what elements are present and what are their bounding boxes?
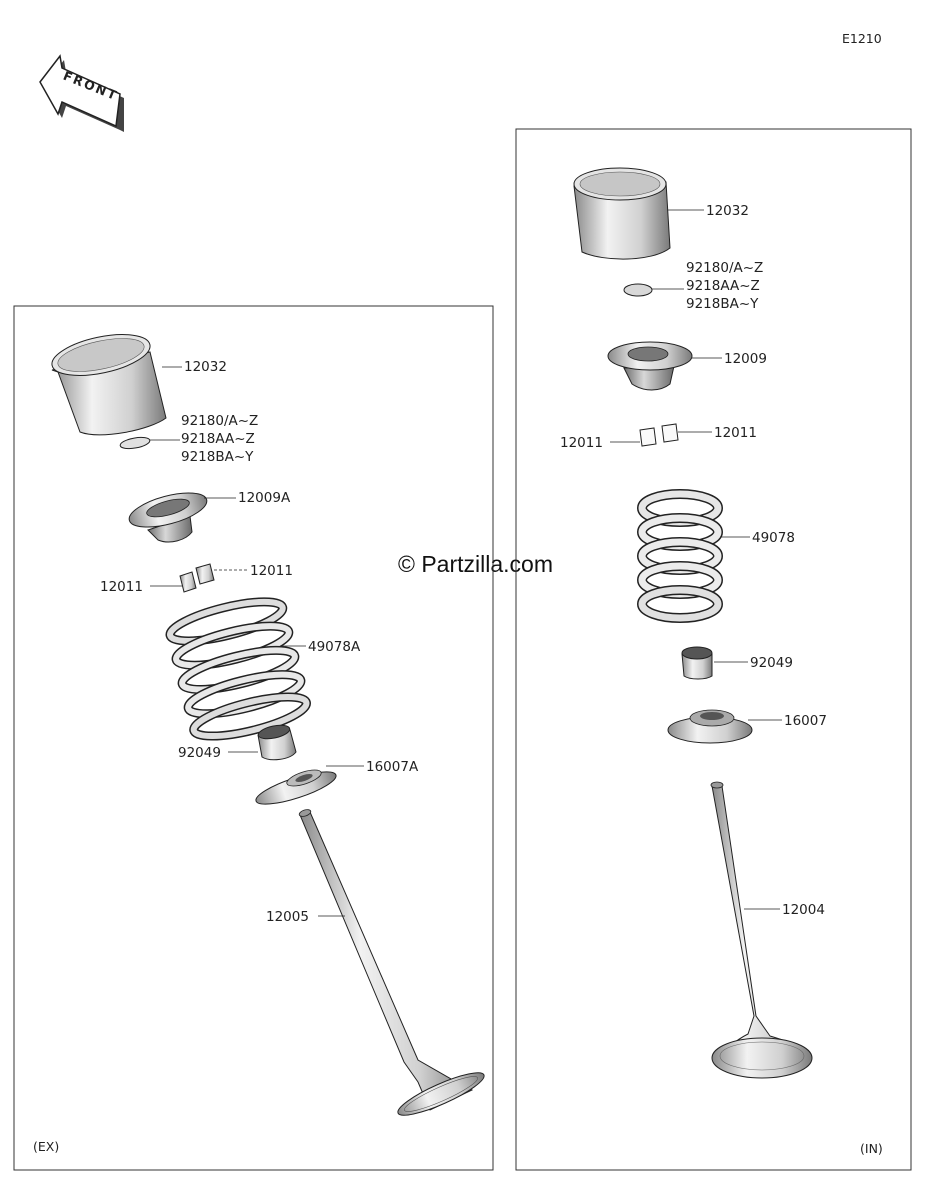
intake-panel-frame bbox=[515, 128, 912, 1171]
intake-panel: (IN) 12032 92180/A~Z 9218AA~Z 9218BA~Y 1… bbox=[515, 128, 912, 1171]
diagram-code: E1210 bbox=[842, 31, 882, 46]
intake-label-shim-2: 9218AA~Z bbox=[686, 278, 760, 294]
intake-label-retainer: 12009 bbox=[724, 351, 767, 367]
watermark: © Partzilla.com bbox=[398, 551, 553, 577]
exhaust-panel: (EX) 12032 92180/A~Z 9218AA~Z 9218BA~Y 1… bbox=[13, 305, 494, 1171]
spring-seat-icon bbox=[255, 769, 337, 805]
retainer-icon bbox=[128, 492, 208, 543]
tappet-icon bbox=[573, 167, 671, 260]
shim-icon bbox=[119, 436, 151, 450]
spring-seat-icon bbox=[667, 709, 753, 744]
cotter-icon bbox=[639, 423, 679, 447]
intake-label-cotter-right: 12011 bbox=[714, 425, 757, 441]
intake-tag: (IN) bbox=[860, 1141, 883, 1156]
shim-icon bbox=[623, 283, 653, 297]
exhaust-label-shim-3: 9218BA~Y bbox=[181, 449, 254, 465]
exhaust-label-cotter-right: 12011 bbox=[250, 563, 293, 579]
spring-icon bbox=[165, 597, 311, 741]
exhaust-label-valve: 12005 bbox=[266, 909, 309, 925]
exhaust-label-oil-seal: 92049 bbox=[178, 745, 221, 761]
cotter-icon bbox=[179, 563, 215, 593]
oil-seal-icon bbox=[257, 724, 297, 761]
intake-label-shim-1: 92180/A~Z bbox=[686, 260, 763, 276]
exhaust-label-cotter-left: 12011 bbox=[100, 579, 143, 595]
intake-label-shim-3: 9218BA~Y bbox=[686, 296, 759, 312]
tappet-icon bbox=[51, 334, 167, 436]
intake-label-spring-seat: 16007 bbox=[784, 713, 827, 729]
intake-label-tappet: 12032 bbox=[706, 203, 749, 219]
front-arrow-icon: FRONT bbox=[39, 54, 124, 132]
intake-label-cotter-left: 12011 bbox=[560, 435, 603, 451]
intake-label-valve: 12004 bbox=[782, 902, 825, 918]
valve-icon bbox=[298, 809, 485, 1116]
exhaust-label-retainer: 12009A bbox=[238, 490, 291, 506]
spring-icon bbox=[637, 489, 723, 623]
exhaust-label-spring: 49078A bbox=[308, 639, 361, 655]
intake-label-spring: 49078 bbox=[752, 530, 795, 546]
exhaust-tag: (EX) bbox=[33, 1139, 59, 1154]
exhaust-label-tappet: 12032 bbox=[184, 359, 227, 375]
oil-seal-icon bbox=[681, 646, 713, 680]
exhaust-label-shim-1: 92180/A~Z bbox=[181, 413, 258, 429]
exhaust-label-spring-seat: 16007A bbox=[366, 759, 419, 775]
retainer-icon bbox=[607, 341, 693, 391]
valve-icon bbox=[710, 781, 813, 1079]
exhaust-label-shim-2: 9218AA~Z bbox=[181, 431, 255, 447]
intake-label-oil-seal: 92049 bbox=[750, 655, 793, 671]
exhaust-panel-frame bbox=[13, 305, 494, 1171]
